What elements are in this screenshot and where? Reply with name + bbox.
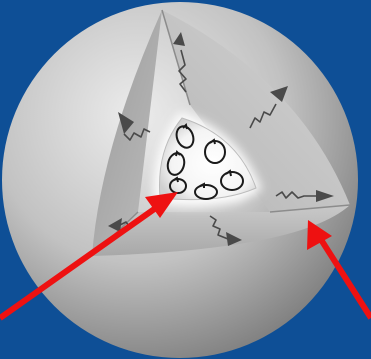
star-interior-diagram (0, 0, 371, 359)
diagram-canvas (0, 0, 371, 359)
